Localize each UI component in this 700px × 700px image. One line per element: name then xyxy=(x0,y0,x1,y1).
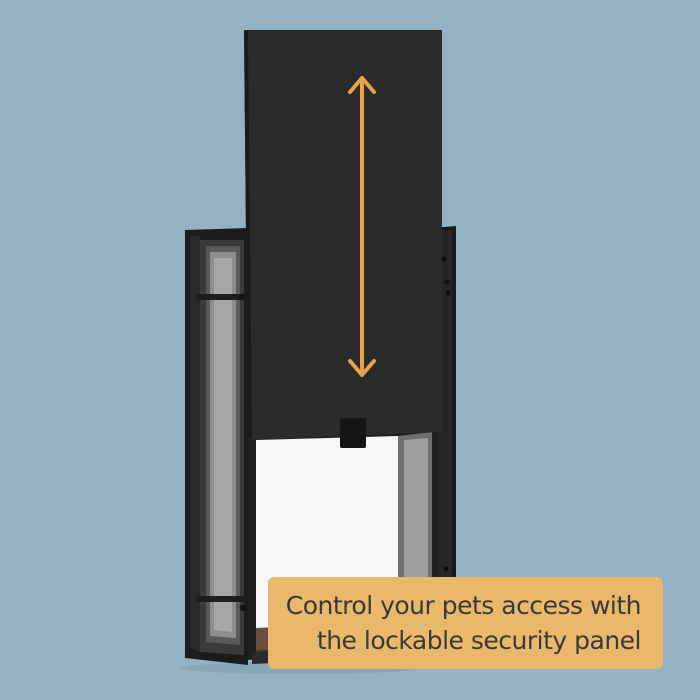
caption-line-1: Control your pets access with xyxy=(285,591,642,620)
door-frame xyxy=(185,228,248,665)
security-panel xyxy=(244,30,442,448)
panel-handle xyxy=(340,418,366,448)
caption-box: Control your pets access with the lockab… xyxy=(268,577,663,669)
double-headed-vertical-arrow-icon xyxy=(348,76,376,377)
caption-line-2: the lockable security panel xyxy=(316,626,642,655)
